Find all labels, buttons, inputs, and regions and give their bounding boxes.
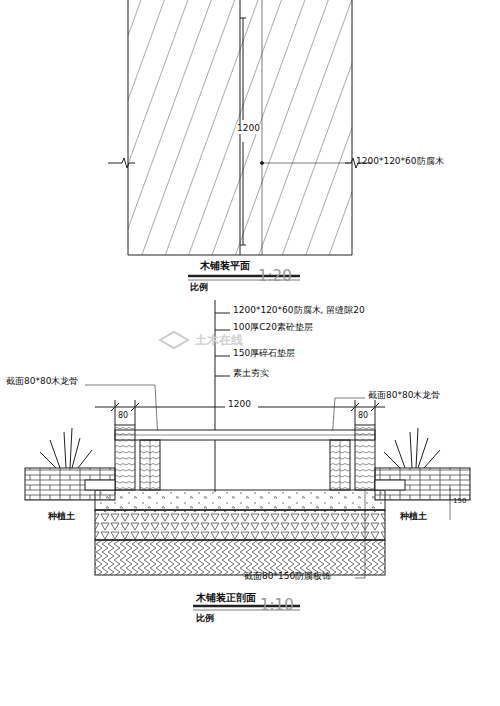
layer-note: 素土夯实 — [233, 369, 269, 379]
dimension: 1200 — [236, 124, 261, 134]
scale-value: 1:10 — [260, 597, 294, 614]
dimension: 80 — [358, 412, 368, 421]
drawing-title: 木铺装正剖面 — [196, 592, 256, 603]
layer-note: 150厚碎石垫层 — [233, 349, 295, 359]
dimension: 80 — [118, 412, 128, 421]
joist-note: 截面80*80木龙骨 — [6, 377, 78, 387]
material-note: 1200*120*60防腐木, 留缝隙20 — [233, 306, 365, 316]
soil-label: 种植土 — [400, 512, 427, 522]
joist-note: 截面80*80木龙骨 — [368, 391, 440, 401]
scale-label: 比例 — [196, 614, 214, 624]
material-note: 1200*120*60防腐木 — [356, 157, 444, 167]
scale-value: 1:20 — [258, 268, 292, 285]
drawing-title: 木铺装平面 — [200, 260, 250, 271]
dimension: 1200 — [228, 400, 251, 410]
watermark: 土木在线 — [195, 334, 243, 347]
layer-note: 100厚C20素砼垫层 — [233, 323, 313, 333]
dimension: 150 — [453, 498, 466, 506]
scale-label: 比例 — [190, 283, 208, 293]
material-note: 截面80*150防腐板饰 — [244, 572, 331, 582]
soil-label: 种植土 — [48, 512, 75, 522]
